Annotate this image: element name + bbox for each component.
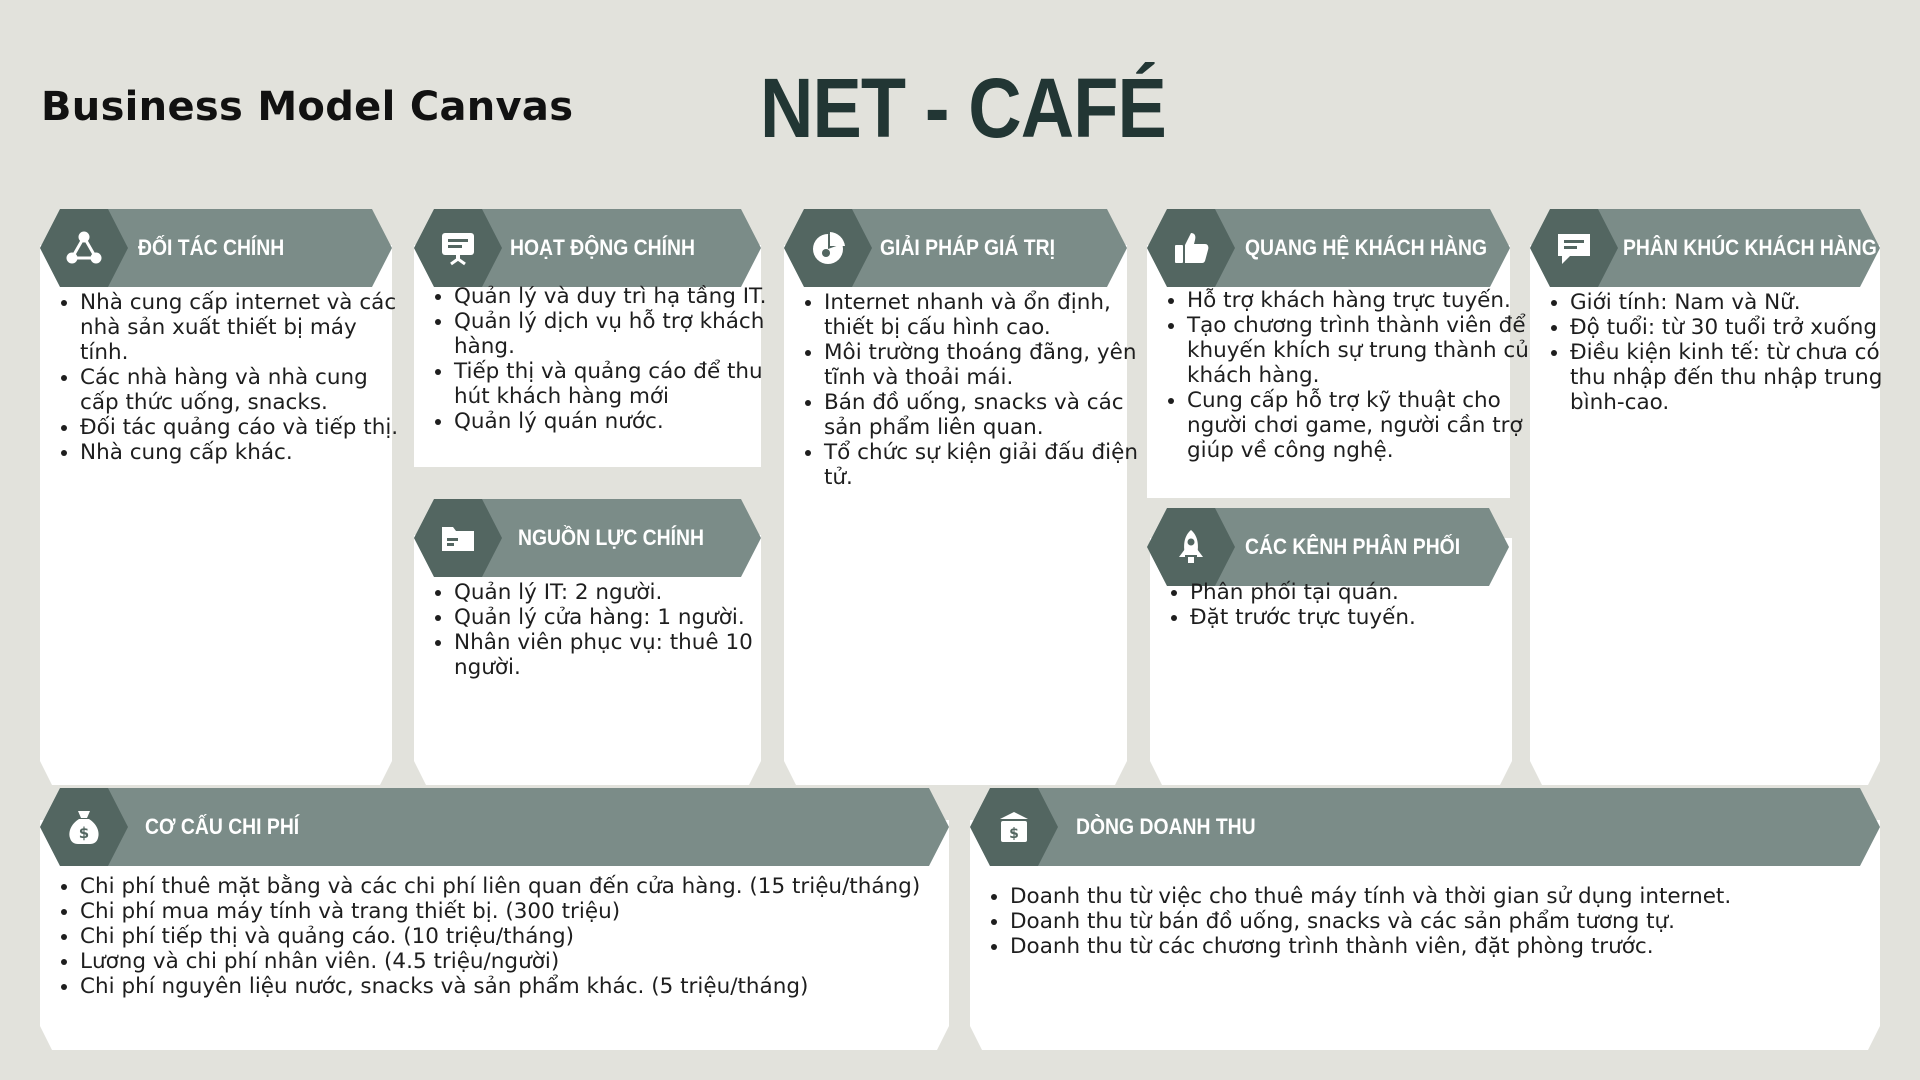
list-item: Tiếp thị và quảng cáo để thu hút khách h…: [454, 359, 774, 409]
key-activities-list: Quản lý và duy trì hạ tầng IT.Quản lý dị…: [414, 284, 774, 434]
money-bag-icon: $: [40, 788, 128, 866]
list-item: Quản lý cửa hàng: 1 người.: [454, 605, 784, 630]
customer-segments-header: PHÂN KHÚC KHÁCH HÀNG: [1530, 209, 1880, 287]
list-item: Doanh thu từ bán đồ uống, snacks và các …: [1010, 909, 1910, 934]
list-item: Lương và chi phí nhân viên. (4.5 triệu/n…: [80, 949, 980, 974]
list-item: Chi phí tiếp thị và quảng cáo. (10 triệu…: [80, 924, 980, 949]
value-propositions-card: [784, 245, 1127, 785]
list-item: Phân phối tại quán.: [1190, 580, 1520, 605]
revenue-streams-header: $ DÒNG DOANH THU: [970, 788, 1880, 866]
list-item: Độ tuổi: từ 30 tuổi trở xuống: [1570, 315, 1920, 340]
list-item: Đặt trước trực tuyến.: [1190, 605, 1520, 630]
list-item: Đối tác quảng cáo và tiếp thị.: [80, 415, 400, 440]
list-item: Quản lý dịch vụ hỗ trợ khách hàng.: [454, 309, 774, 359]
key-activities-title: HOẠT ĐỘNG CHÍNH: [510, 235, 695, 260]
list-item: Điều kiện kinh tế: từ chưa có thu nhập đ…: [1570, 340, 1920, 415]
value-propositions-title: GIẢI PHÁP GIÁ TRỊ: [880, 235, 1055, 260]
key-partners-title: ĐỐI TÁC CHÍNH: [138, 235, 285, 260]
list-item: Quản lý và duy trì hạ tầng IT.: [454, 284, 774, 309]
svg-text:$: $: [79, 824, 89, 842]
list-item: Hỗ trợ khách hàng trực tuyến.: [1187, 288, 1547, 313]
canvas-label: Business Model Canvas: [41, 84, 574, 130]
cost-structure-header: $ CƠ CẤU CHI PHÍ: [40, 788, 949, 866]
rocket-icon: [1147, 508, 1235, 586]
folder-icon: [414, 499, 502, 577]
key-resources-header: NGUỒN LỰC CHÍNH: [414, 499, 761, 577]
list-item: Internet nhanh và ổn định, thiết bị cấu …: [824, 290, 1154, 340]
list-item: Môi trường thoáng đãng, yên tĩnh và thoả…: [824, 340, 1154, 390]
pie-chart-icon: [784, 209, 872, 287]
cash-register-icon: $: [970, 788, 1058, 866]
value-propositions-header: GIẢI PHÁP GIÁ TRỊ: [784, 209, 1127, 287]
cost-structure-list: Chi phí thuê mặt bằng và các chi phí liê…: [40, 874, 980, 999]
revenue-streams-list: Doanh thu từ việc cho thuê máy tính và t…: [970, 884, 1910, 959]
list-item: Cung cấp hỗ trợ kỹ thuật cho người chơi …: [1187, 388, 1547, 463]
key-partners-list: Nhà cung cấp internet và các nhà sản xuấ…: [40, 290, 400, 465]
key-partners-header: ĐỐI TÁC CHÍNH: [40, 209, 392, 287]
customer-relationships-title: QUANG HỆ KHÁCH HÀNG: [1245, 235, 1487, 260]
thumbs-up-icon: [1147, 209, 1235, 287]
customer-relationships-header: QUANG HỆ KHÁCH HÀNG: [1147, 209, 1510, 287]
value-propositions-list: Internet nhanh và ổn định, thiết bị cấu …: [784, 290, 1154, 490]
cost-structure-title: CƠ CẤU CHI PHÍ: [145, 814, 300, 839]
list-item: Giới tính: Nam và Nữ.: [1570, 290, 1920, 315]
list-item: Quản lý IT: 2 người.: [454, 580, 784, 605]
list-item: Chi phí mua máy tính và trang thiết bị. …: [80, 899, 980, 924]
list-item: Doanh thu từ việc cho thuê máy tính và t…: [1010, 884, 1910, 909]
key-partners-card: [40, 245, 392, 785]
network-icon: [40, 209, 128, 287]
list-item: Nhân viên phục vụ: thuê 10 người.: [454, 630, 784, 680]
key-activities-header: HOẠT ĐỘNG CHÍNH: [414, 209, 761, 287]
revenue-streams-title: DÒNG DOANH THU: [1076, 814, 1256, 839]
list-item: Tạo chương trình thành viên để khuyến kh…: [1187, 313, 1547, 388]
presentation-icon: [414, 209, 502, 287]
customer-segments-title: PHÂN KHÚC KHÁCH HÀNG: [1623, 235, 1877, 260]
list-item: Bán đồ uống, snacks và các sản phẩm liên…: [824, 390, 1154, 440]
channels-list: Phân phối tại quán.Đặt trước trực tuyến.: [1150, 580, 1520, 630]
svg-text:$: $: [1009, 826, 1019, 842]
list-item: Quản lý quán nước.: [454, 409, 774, 434]
key-resources-title: NGUỒN LỰC CHÍNH: [518, 525, 704, 550]
chat-icon: [1530, 209, 1618, 287]
list-item: Tổ chức sự kiện giải đấu điện tử.: [824, 440, 1154, 490]
customer-segments-card: [1530, 245, 1880, 785]
customer-segments-list: Giới tính: Nam và Nữ.Độ tuổi: từ 30 tuổi…: [1530, 290, 1920, 415]
customer-relationships-card: [1147, 245, 1510, 498]
list-item: Doanh thu từ các chương trình thành viên…: [1010, 934, 1910, 959]
list-item: Chi phí nguyên liệu nước, snacks và sản …: [80, 974, 980, 999]
list-item: Chi phí thuê mặt bằng và các chi phí liê…: [80, 874, 980, 899]
key-resources-list: Quản lý IT: 2 người.Quản lý cửa hàng: 1 …: [414, 580, 784, 680]
channels-header: CÁC KÊNH PHÂN PHỐI: [1147, 508, 1509, 586]
customer-relationships-list: Hỗ trợ khách hàng trực tuyến.Tạo chương …: [1147, 288, 1547, 463]
list-item: Nhà cung cấp internet và các nhà sản xuấ…: [80, 290, 400, 365]
channels-title: CÁC KÊNH PHÂN PHỐI: [1245, 534, 1461, 559]
list-item: Nhà cung cấp khác.: [80, 440, 400, 465]
list-item: Các nhà hàng và nhà cung cấp thức uống, …: [80, 365, 400, 415]
page-title: NET - CAFÉ: [760, 61, 1167, 155]
